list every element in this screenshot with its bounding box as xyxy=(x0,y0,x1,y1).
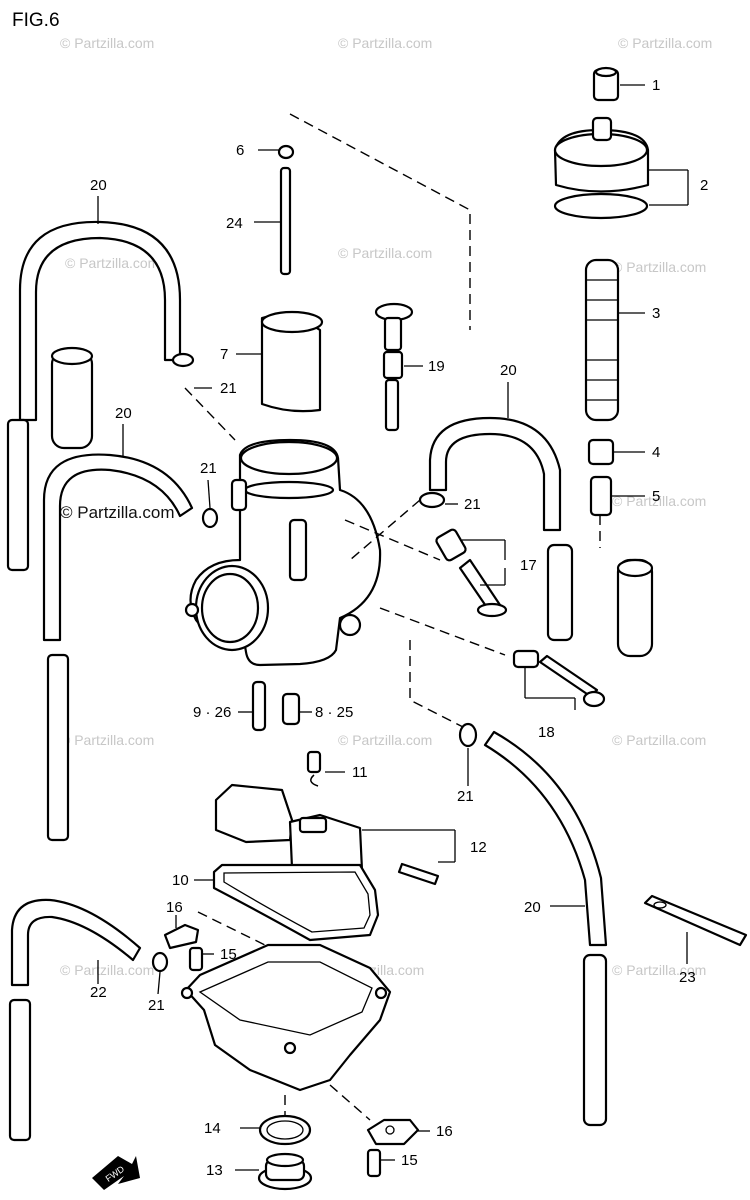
part-tube-left-4 xyxy=(8,998,32,1142)
watermark: © Partzilla.com xyxy=(338,35,432,51)
watermark: © Partzilla.com xyxy=(60,35,154,51)
part-screw xyxy=(188,946,204,972)
callout-14: 14 xyxy=(204,1120,221,1137)
callout-6: 6 xyxy=(236,142,244,159)
watermark: © Partzilla.com xyxy=(612,962,706,978)
watermark: © Partzilla.com xyxy=(338,245,432,261)
callout-16: 16 xyxy=(436,1123,453,1140)
callout-21: 21 xyxy=(464,496,481,513)
watermark: © Partzilla.com xyxy=(65,255,159,271)
part-vent-hose xyxy=(18,220,182,422)
part-clamp xyxy=(458,722,478,748)
callout-21: 21 xyxy=(200,460,217,477)
part-air-screw xyxy=(435,528,508,618)
watermark: © Partzilla.com xyxy=(612,259,706,275)
part-fuel-hose xyxy=(10,898,142,987)
callout-9-26: 9 · 26 xyxy=(193,704,231,721)
callout-2: 2 xyxy=(700,177,708,194)
callout-16: 16 xyxy=(166,899,183,916)
part-clamp xyxy=(418,491,446,509)
callout-21: 21 xyxy=(148,997,165,1014)
part-adjuster xyxy=(589,475,613,517)
part-tube-left-3 xyxy=(46,653,70,842)
callout-7: 7 xyxy=(220,346,228,363)
callout-20: 20 xyxy=(90,177,107,194)
part-jet-needle xyxy=(279,166,292,276)
part-bracket xyxy=(366,1118,420,1146)
part-tube-right-long xyxy=(582,953,608,1127)
watermark: © Partzilla.com xyxy=(338,732,432,748)
watermark-group: © Partzilla.com © Partzilla.com © Partzi… xyxy=(60,35,712,978)
callout-12: 12 xyxy=(470,839,487,856)
carburetor-body xyxy=(184,438,382,667)
part-drain-hose xyxy=(428,416,562,532)
callout-22: 22 xyxy=(90,984,107,1001)
part-top-cover xyxy=(553,116,650,220)
callout-21: 21 xyxy=(220,380,237,397)
part-clamp xyxy=(201,507,219,529)
part-cap xyxy=(592,66,620,102)
part-bracket xyxy=(163,923,200,950)
fwd-arrow-icon: FWD xyxy=(92,1156,140,1190)
part-overflow-hose xyxy=(42,453,194,642)
callout-20: 20 xyxy=(500,362,517,379)
part-clip xyxy=(277,144,295,160)
callout-23: 23 xyxy=(679,969,696,986)
part-float-bowl xyxy=(180,943,392,1092)
part-tube-left-1 xyxy=(50,346,94,450)
figure-title: FIG.6 xyxy=(12,10,60,31)
callout-1: 1 xyxy=(652,77,660,94)
part-strap xyxy=(643,894,748,947)
callout-15: 15 xyxy=(220,946,237,963)
callout-5: 5 xyxy=(652,488,660,505)
part-float-bowl-gasket xyxy=(212,863,380,942)
part-tube-short xyxy=(616,558,654,658)
part-tube-left-2 xyxy=(6,418,30,572)
part-tube-center xyxy=(546,543,574,642)
part-main-jet xyxy=(251,680,267,732)
part-o-ring xyxy=(258,1114,312,1146)
part-clamp xyxy=(151,951,169,973)
part-float-valve xyxy=(306,750,322,787)
callout-24: 24 xyxy=(226,215,243,232)
part-bellows-cable xyxy=(584,258,620,422)
callout-17: 17 xyxy=(520,557,537,574)
callout-4: 4 xyxy=(652,444,660,461)
part-long-hose xyxy=(483,730,608,947)
callout-13: 13 xyxy=(206,1162,223,1179)
callout-10: 10 xyxy=(172,872,189,889)
part-screw xyxy=(366,1148,382,1178)
callout-18: 18 xyxy=(538,724,555,741)
callout-19: 19 xyxy=(428,358,445,375)
watermark: © Partzilla.com xyxy=(60,732,154,748)
callout-11: 11 xyxy=(352,764,368,781)
watermark-main: © Partzilla.com xyxy=(60,503,175,522)
callout-20: 20 xyxy=(524,899,541,916)
callout-3: 3 xyxy=(652,305,660,322)
part-pilot-jet xyxy=(281,692,301,726)
watermark: © Partzilla.com xyxy=(60,962,154,978)
callout-8-25: 8 · 25 xyxy=(315,704,353,721)
part-throttle-valve xyxy=(260,310,324,413)
part-idle-screw xyxy=(512,649,606,708)
watermark: © Partzilla.com xyxy=(612,732,706,748)
part-drain-plug xyxy=(257,1152,313,1191)
callout-20: 20 xyxy=(115,405,132,422)
callout-15: 15 xyxy=(401,1152,418,1169)
watermark: © Partzilla.com xyxy=(618,35,712,51)
part-throttle-stop-screw xyxy=(374,302,414,432)
part-nut xyxy=(587,438,615,466)
watermark: © Partzilla.com xyxy=(612,493,706,509)
callout-21: 21 xyxy=(457,788,474,805)
part-clamp xyxy=(171,352,195,368)
